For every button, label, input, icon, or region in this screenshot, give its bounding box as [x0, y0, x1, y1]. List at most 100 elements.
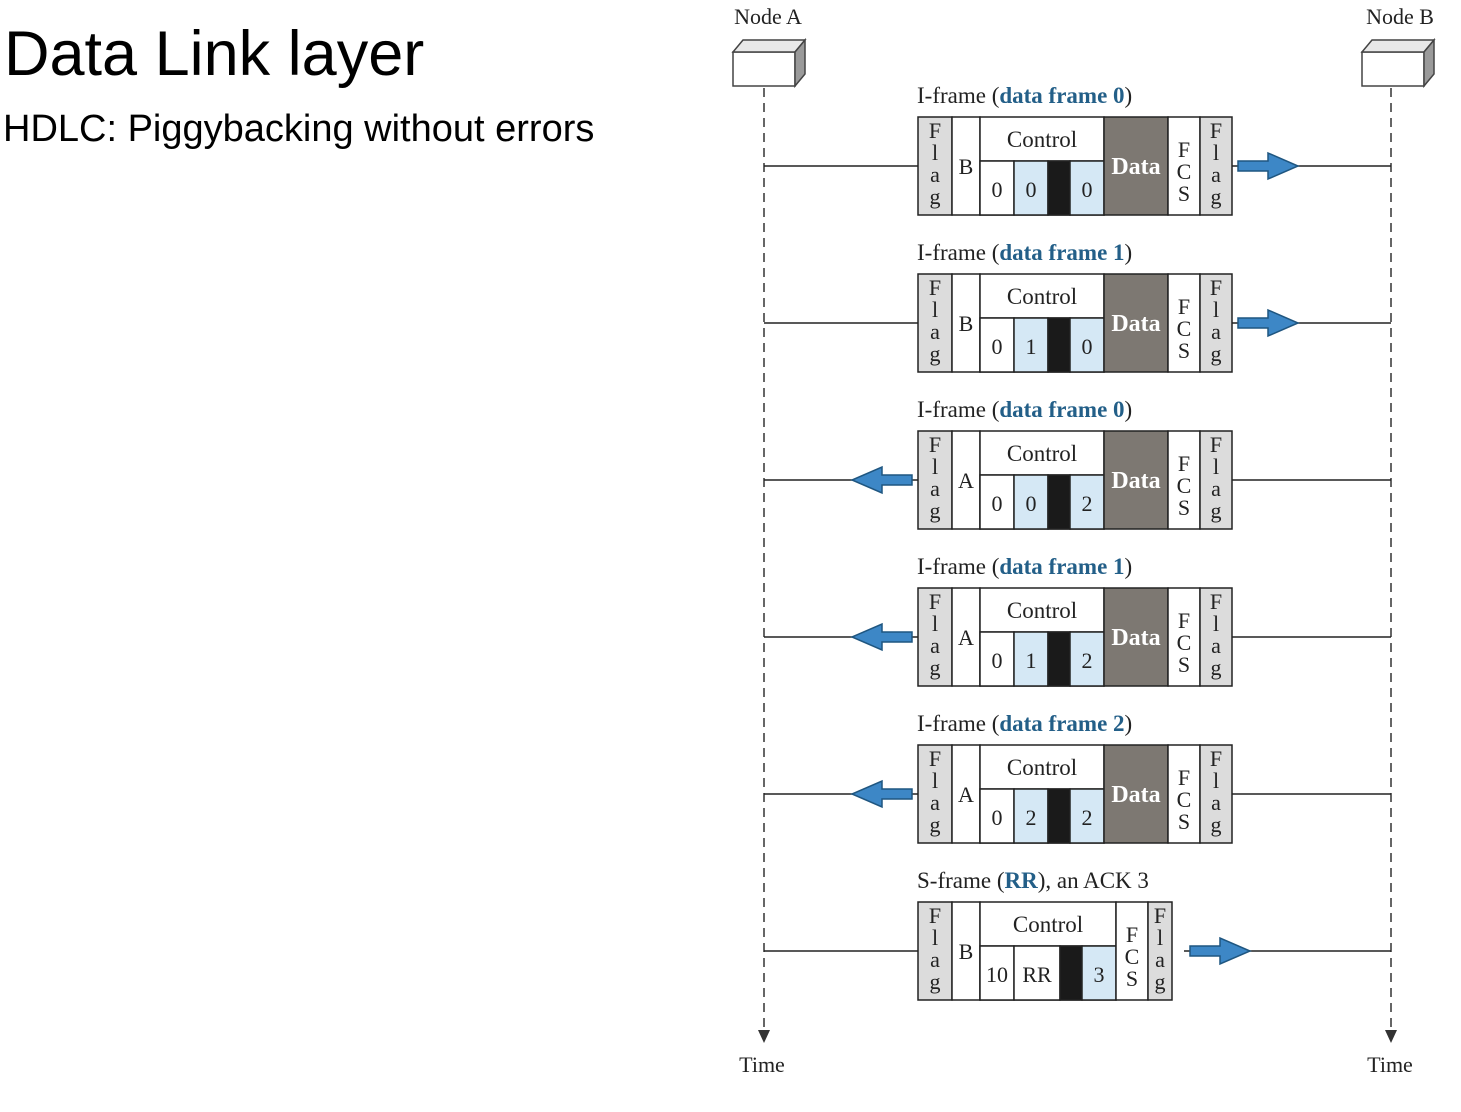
- data-field: [1103, 116, 1169, 216]
- frame-kind: I-frame (: [917, 711, 999, 736]
- fcs-label: F: [1178, 294, 1190, 319]
- fcs-label: S: [1178, 181, 1190, 206]
- flag-label-right: F: [1154, 903, 1166, 928]
- fcs-field: [1167, 744, 1201, 844]
- flag-label-left: l: [932, 454, 938, 479]
- address-field: [951, 430, 981, 530]
- control-type-cell: [979, 945, 1015, 1001]
- frame-kind: S-frame (: [917, 868, 1005, 893]
- flag-label-right: a: [1211, 790, 1221, 815]
- flag-label-left: F: [929, 746, 941, 771]
- control-pf-cell: [1047, 474, 1071, 530]
- fcs-label: C: [1177, 473, 1192, 498]
- flag-label-left: g: [930, 184, 941, 209]
- frame-kind: I-frame (: [917, 240, 999, 265]
- flag-label-right: l: [1157, 925, 1163, 950]
- frame-caption-suffix: ): [1125, 711, 1133, 736]
- control-type-cell: [979, 160, 1015, 216]
- flag-label-left: l: [932, 297, 938, 322]
- control-ns-value: 1: [1026, 334, 1037, 359]
- control-type-value: 0: [992, 334, 1003, 359]
- control-nr-cell: [1069, 474, 1105, 530]
- flag-label-right: F: [1210, 746, 1222, 771]
- flag-label-left: a: [930, 476, 940, 501]
- data-label: Data: [1111, 468, 1160, 494]
- flag-label-right: g: [1211, 184, 1222, 209]
- flag-label-right: a: [1211, 319, 1221, 344]
- flag-label-left: l: [932, 925, 938, 950]
- flag-label-right: l: [1213, 297, 1219, 322]
- control-type-cell: [979, 474, 1015, 530]
- data-field: [1103, 587, 1169, 687]
- data-label: Data: [1111, 154, 1160, 180]
- flag-label-left: F: [929, 432, 941, 457]
- control-ns-cell: [1013, 474, 1049, 530]
- control-type-value: 0: [992, 177, 1003, 202]
- flag-label-left: g: [930, 341, 941, 366]
- fcs-label: S: [1178, 338, 1190, 363]
- control-label: Control: [1007, 284, 1077, 309]
- address-label: A: [958, 625, 974, 650]
- flag-label-left: l: [932, 140, 938, 165]
- flag-label-right: g: [1211, 655, 1222, 680]
- flag-label-right: F: [1210, 432, 1222, 457]
- control-pf-cell: [1047, 160, 1071, 216]
- node-b-label: Node B: [1366, 4, 1434, 29]
- address-field: [951, 901, 981, 1001]
- fcs-label: S: [1178, 652, 1190, 677]
- control-pf-cell: [1047, 788, 1071, 844]
- fcs-label: S: [1178, 809, 1190, 834]
- flag-label-left: l: [932, 611, 938, 636]
- flag-label-right: l: [1213, 768, 1219, 793]
- control-ns-value: 1: [1026, 648, 1037, 673]
- frame-caption: I-frame (data frame 0): [917, 83, 1132, 108]
- fcs-label: F: [1178, 765, 1190, 790]
- fcs-label: F: [1178, 608, 1190, 633]
- frame-caption-accent: data frame 1: [999, 240, 1124, 265]
- fcs-label: C: [1177, 630, 1192, 655]
- flag-label-right: g: [1211, 341, 1222, 366]
- data-label: Data: [1111, 311, 1160, 337]
- direction-arrow-left: [850, 465, 913, 495]
- direction-arrow-left: [850, 622, 913, 652]
- fcs-label: C: [1125, 944, 1140, 969]
- control-type-value: 10: [986, 962, 1008, 987]
- flag-label-right: a: [1211, 476, 1221, 501]
- address-field: [951, 273, 981, 373]
- control-type-cell: [979, 788, 1015, 844]
- control-label: Control: [1007, 127, 1077, 152]
- data-label: Data: [1111, 782, 1160, 808]
- flag-label-right: F: [1210, 589, 1222, 614]
- flag-field-right: [1199, 116, 1233, 216]
- fcs-label: C: [1177, 316, 1192, 341]
- flag-label-right: a: [1211, 162, 1221, 187]
- control-label: Control: [1007, 598, 1077, 623]
- fcs-label: C: [1177, 787, 1192, 812]
- frame-caption: I-frame (data frame 2): [917, 711, 1132, 736]
- flag-label-right: g: [1211, 812, 1222, 837]
- node-a-icon: [731, 37, 807, 89]
- frame-caption: I-frame (data frame 1): [917, 240, 1132, 265]
- flag-label-right: a: [1211, 633, 1221, 658]
- control-pf-cell: [1047, 317, 1071, 373]
- flag-label-left: F: [929, 275, 941, 300]
- flag-label-left: g: [930, 655, 941, 680]
- control-nr-cell: [1069, 160, 1105, 216]
- frame-caption-suffix: ): [1125, 397, 1133, 422]
- fcs-label: S: [1178, 495, 1190, 520]
- frame-caption-accent: RR: [1005, 868, 1039, 893]
- control-nr-value: 0: [1082, 334, 1093, 359]
- node-a-time-arrowhead: [758, 1030, 770, 1043]
- flag-label-left: a: [930, 790, 940, 815]
- flag-field-right: [1199, 273, 1233, 373]
- flag-field-left: [917, 116, 953, 216]
- frame-kind: I-frame (: [917, 397, 999, 422]
- control-type-cell: [979, 631, 1015, 687]
- direction-arrow-right: [1237, 151, 1300, 181]
- control-nr-value: 0: [1082, 177, 1093, 202]
